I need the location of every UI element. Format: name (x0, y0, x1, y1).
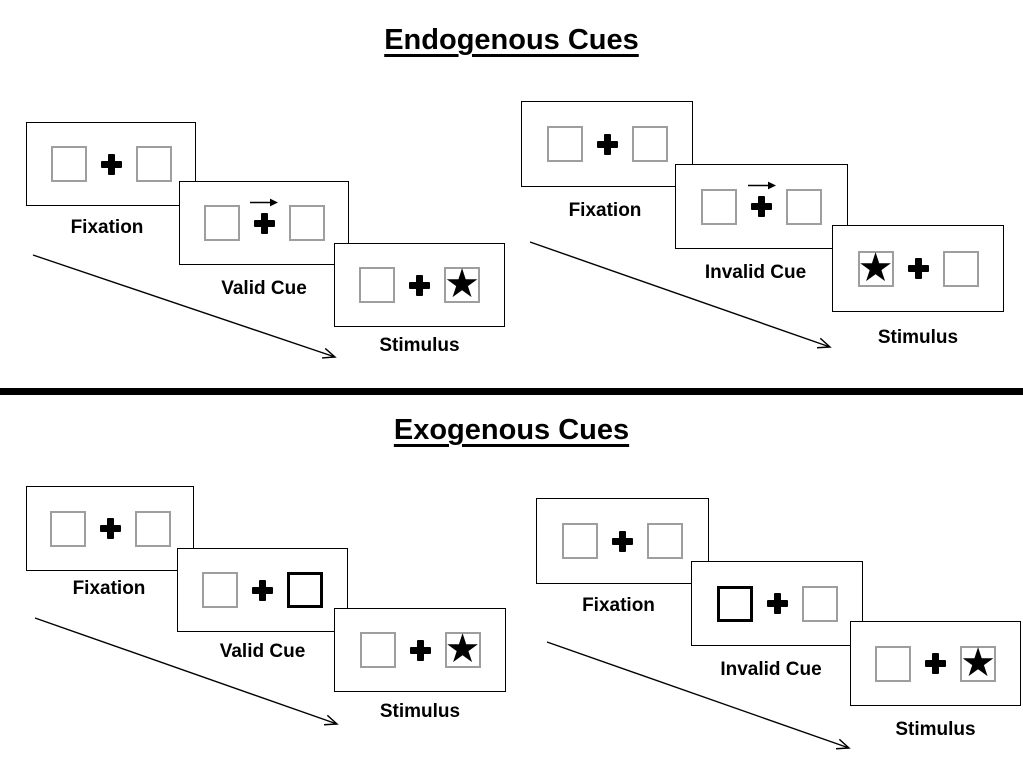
endo-invalid-fixation-panel (521, 101, 693, 187)
placeholder-box-right (288, 205, 325, 241)
target-star-icon: ★ (857, 244, 894, 291)
target-star-icon: ★ (444, 261, 480, 307)
timeline-arrow (32, 254, 337, 359)
endo-invalid-cue-panel (675, 164, 848, 249)
panel-label: Fixation (72, 578, 146, 599)
target-star-icon: ★ (444, 626, 481, 672)
exo-valid-cue-panel (177, 548, 348, 632)
target-star-icon: ★ (960, 639, 996, 686)
fixation-cross-icon (612, 530, 633, 552)
timeline-arrow (546, 641, 851, 750)
panel-label: Stimulus (379, 701, 461, 722)
exo-invalid-fixation-panel (536, 498, 709, 584)
fixation-cross-icon (766, 593, 788, 614)
section-title-exogenous: Exogenous Cues (393, 414, 630, 446)
fixation-cross-icon (907, 258, 929, 279)
endo-valid-fixation-panel (26, 122, 196, 206)
divider-line (0, 388, 1023, 395)
placeholder-box-left (875, 645, 911, 682)
panel-label: Fixation (582, 595, 655, 616)
endo-valid-stimulus-panel: ★ (334, 243, 505, 327)
panel-label: Stimulus (379, 335, 460, 356)
panel-label: Fixation (568, 200, 642, 221)
section-title-endogenous: Endogenous Cues (384, 24, 639, 56)
fixation-cross-icon (409, 639, 431, 661)
fixation-cross-icon (252, 579, 273, 601)
bold-cue-box-right (287, 572, 323, 608)
bold-cue-box-left (716, 585, 753, 622)
panel-label: Invalid Cue (704, 262, 807, 283)
fixation-cross-icon (596, 133, 618, 155)
placeholder-box-left (359, 632, 396, 668)
target-box-left: ★ (857, 244, 894, 291)
endo-invalid-stimulus-panel: ★ (832, 225, 1004, 312)
placeholder-box-left (49, 510, 86, 547)
placeholder-box-left (50, 146, 87, 182)
cue-arrow-icon (747, 181, 776, 190)
target-box-right: ★ (444, 261, 480, 307)
timeline-arrow (529, 241, 832, 349)
exo-invalid-cue-panel (691, 561, 863, 646)
exo-valid-stimulus-panel: ★ (334, 608, 506, 692)
fixation-cross-icon (409, 274, 430, 296)
fixation-cross-icon (751, 196, 772, 217)
placeholder-box-right (631, 126, 668, 162)
placeholder-box-left (359, 267, 395, 303)
exo-valid-fixation-panel (26, 486, 194, 571)
placeholder-box-left (562, 523, 598, 559)
panel-label: Valid Cue (219, 641, 306, 662)
cue-arrow-icon (250, 198, 278, 206)
placeholder-box-left (202, 572, 238, 608)
endo-valid-cue-panel (179, 181, 349, 265)
timeline-arrow (34, 617, 339, 726)
placeholder-box-right (801, 585, 838, 622)
target-box-right: ★ (444, 626, 481, 672)
fixation-cross-icon (253, 212, 275, 234)
fixation-cross-icon (100, 153, 122, 175)
exo-invalid-stimulus-panel: ★ (850, 621, 1021, 706)
placeholder-box-left (546, 126, 583, 162)
fixation-cross-icon (99, 518, 121, 539)
placeholder-box-right (942, 250, 979, 287)
panel-label: Invalid Cue (720, 659, 822, 680)
panel-label: Fixation (70, 217, 144, 238)
fixation-cross-icon (925, 653, 946, 674)
placeholder-box-left (203, 205, 240, 241)
placeholder-box-left (701, 188, 737, 225)
panel-label: Stimulus (895, 719, 976, 740)
panel-label: Stimulus (877, 327, 959, 348)
placeholder-box-right (135, 146, 172, 182)
target-box-right: ★ (960, 639, 996, 686)
placeholder-box-right (134, 510, 171, 547)
placeholder-box-right (786, 188, 822, 225)
placeholder-box-right (647, 523, 683, 559)
panel-label: Valid Cue (221, 278, 307, 299)
